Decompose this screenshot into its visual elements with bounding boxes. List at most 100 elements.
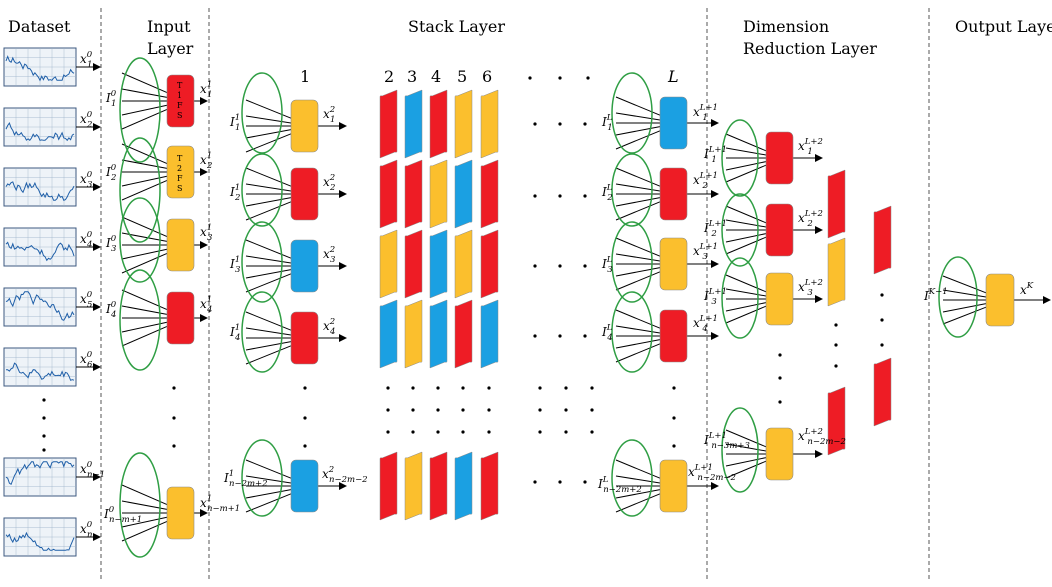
stack-col-1: 1 [300,67,310,86]
dimension-fan-line [725,219,767,228]
stackL-fan-line [615,112,661,121]
dimension-dots [778,400,782,404]
stack1-receptive-field [241,153,283,227]
tfs-1-1: 1 [177,91,182,100]
input-receptive-field [119,137,161,243]
dataset-dots [42,434,46,438]
stack-header-dots [528,76,532,80]
dataset-thumbnail [3,47,77,87]
stack-col-3: 3 [407,67,417,86]
output-fan-line [942,275,987,294]
stack1-node [290,239,319,293]
header-input-line2: Layer [147,39,194,58]
stack-row-dots [558,264,562,268]
stack-block [480,229,499,299]
stack1-node [290,99,319,153]
stack1-fan-line [245,115,292,124]
stackL-receptive-field [611,291,653,373]
output-node [985,273,1015,327]
input-receptive-field [119,57,161,163]
stackL-node [659,96,688,150]
reduction-block [827,237,846,307]
stack-grid-dots [386,430,390,434]
stack-block [480,89,499,159]
stack1-fan-line [245,273,292,293]
layer-separators [100,8,930,580]
stack-col-5: 5 [457,67,467,86]
tfs-2-2: 2 [177,164,182,173]
dimension-fan-line [725,205,767,224]
tfs-2-t: T [177,154,183,163]
reduction-dots [834,364,838,368]
stack-row-dots [533,122,537,126]
dimension-receptive-field [721,119,759,197]
dimension-node [765,427,794,481]
stack1-fan-line [245,489,292,499]
stack-row-dots [558,334,562,338]
stack-grid-dots [538,408,542,412]
reduction-dots [834,323,838,327]
stackL-fan-line [615,183,661,192]
stackL-fan-line [615,309,661,329]
stack-header-dots [558,76,562,80]
tfs-1-s: S [177,111,182,120]
stack1-fan-line [245,493,292,513]
stack1-fan-line [245,345,292,365]
dimension-fan-line [725,460,767,479]
stack-row-dots [558,194,562,198]
stack-grid-dots [461,430,465,434]
stack-block [480,299,499,369]
stack-row-dots [558,122,562,126]
dataset-dots [42,416,46,420]
stackL-fan-line [615,201,661,221]
stack1-fan-line [245,341,292,351]
dimension-receptive-field [721,193,759,267]
stackL-fan-line [615,475,661,484]
output-receptive-field [938,256,978,338]
dimension-receptive-field [721,407,759,493]
stack-column-numbers: 1 2 3 4 5 6 L [300,67,679,86]
dataset-thumbnail [3,227,77,267]
connections [76,63,1051,542]
stack-row-dots [533,334,537,338]
stack1-fan-line [245,459,292,479]
dataset-thumbnail [3,107,77,147]
stack-block [454,229,473,299]
stack-header-dots [586,76,590,80]
stack-grid-dots [487,408,491,412]
dimension-fan-line [725,133,767,152]
stackL-fan-line [615,167,661,187]
input-fan-line [121,248,168,260]
input-node [166,218,195,272]
tfs-1-f: F [177,101,183,110]
stack1-dots [303,444,307,448]
dataset-thumbnail [3,287,77,327]
reduction-block [827,169,846,239]
dimension-fan-line [725,233,767,243]
dataset-thumbnail [3,167,77,207]
stack1-fan-line [245,311,292,331]
input-receptive-field [119,269,161,371]
stackL-receptive-field [611,439,653,517]
input-fan-line [121,252,168,274]
stack-grid-dots [386,408,390,412]
